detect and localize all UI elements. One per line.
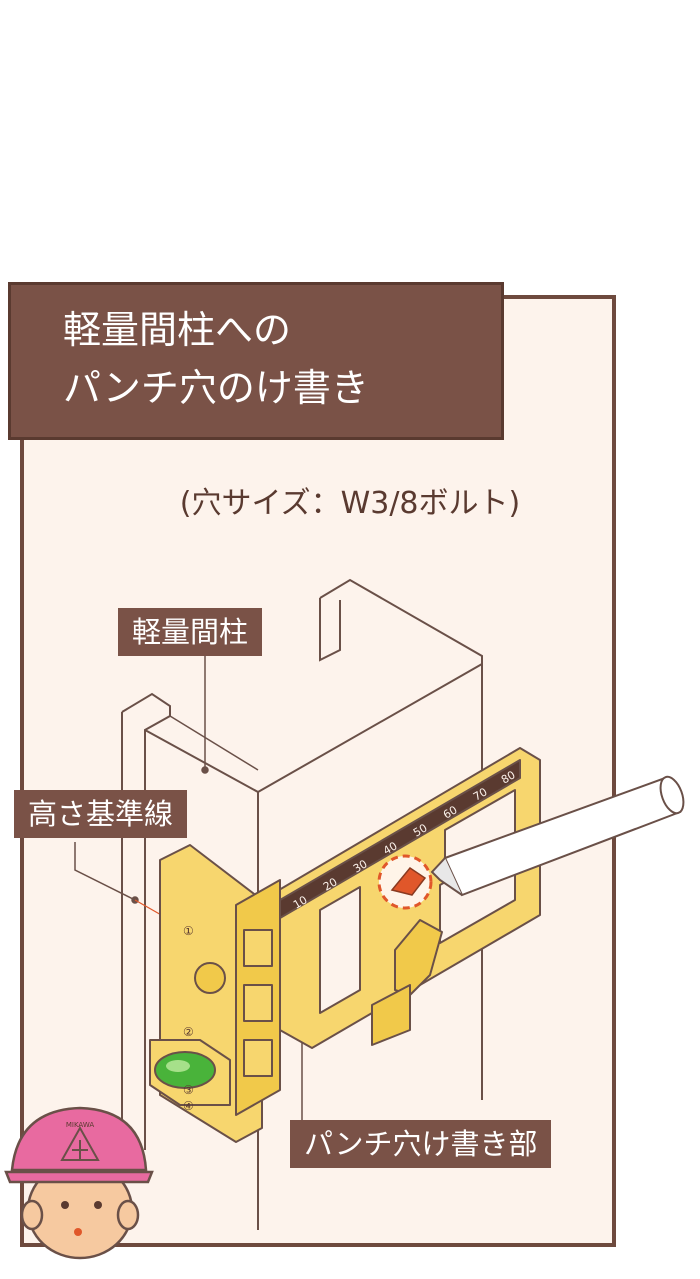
ruler-tick: 40 [381, 839, 400, 857]
gauge-mark: ③ [183, 1083, 194, 1097]
gauge-mark: ④ [183, 1099, 194, 1113]
punch-marking-point [377, 854, 433, 910]
ruler-tick: 50 [411, 821, 430, 839]
gauge-mark: ② [183, 1025, 194, 1039]
gauge-marks: ① ② ③ ④ [183, 924, 194, 1113]
height-line-leader [74, 842, 136, 901]
title-line-1: 軽量間柱への [63, 308, 292, 352]
title-line-2: パンチ穴のけ書き [63, 366, 369, 410]
ruler-tick: 30 [351, 857, 370, 875]
ruler-tick: 20 [321, 875, 340, 893]
ruler-scale: 10 20 30 40 50 60 70 80 [291, 768, 518, 911]
label-stud: 軽量間柱 [118, 608, 263, 656]
hole-size-note: (穴サイズ：W3/8ボルト) [179, 486, 521, 521]
gauge-mark: ① [183, 924, 194, 938]
ruler-tick: 70 [471, 785, 490, 803]
label-punch-marking-part: パンチ穴け書き部 [290, 1120, 552, 1168]
helmet-logo: MIKAWA [66, 1121, 95, 1129]
ruler-tick: 80 [499, 768, 518, 786]
worker-avatar [4, 1106, 154, 1260]
ruler-tick: 10 [291, 893, 310, 911]
label-height-reference-line: 高さ基準線 [14, 790, 188, 838]
hardhat-icon [10, 1106, 148, 1172]
marker-pen-icon [430, 775, 685, 897]
ruler-tick: 60 [441, 803, 460, 821]
page-title: 軽量間柱への パンチ穴のけ書き [8, 282, 504, 440]
